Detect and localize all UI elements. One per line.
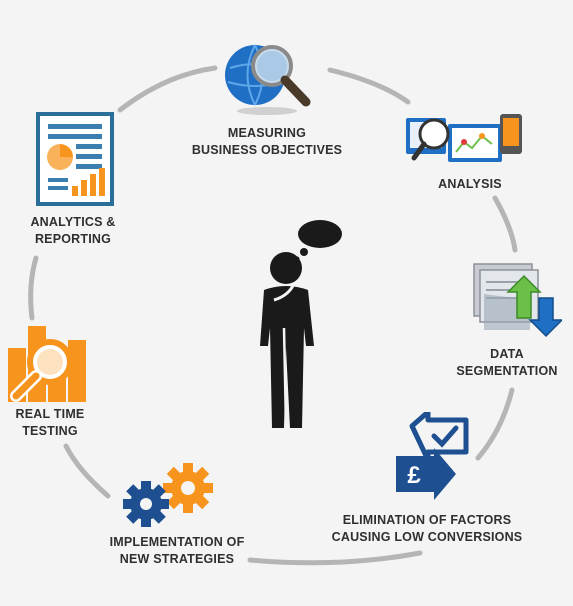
stage-segmentation-label-line2: SEGMENTATION: [456, 364, 558, 378]
stage-measuring-label-line2: BUSINESS OBJECTIVES: [191, 143, 343, 157]
stage-measuring-label-line1: MEASURING: [227, 126, 307, 140]
stage-measuring-label: MEASURING BUSINESS OBJECTIVES: [182, 125, 352, 159]
stage-implementation-label: IMPLEMENTATION OF NEW STRATEGIES: [94, 534, 260, 568]
stage-reporting-label-line2: REPORTING: [34, 232, 112, 246]
thinking-person-icon: [260, 220, 342, 428]
report-document-icon: [36, 112, 114, 206]
svg-text:£: £: [407, 462, 421, 489]
stage-reporting-label: ANALYTICS & REPORTING: [14, 214, 132, 248]
stage-elimination-label-line1: ELIMINATION OF FACTORS: [342, 513, 512, 527]
stage-segmentation-label-line1: DATA: [490, 347, 524, 361]
stage-elimination-label: ELIMINATION OF FACTORS CAUSING LOW CONVE…: [312, 512, 542, 546]
stage-testing-label-line1: REAL TIME: [15, 407, 85, 421]
documents-arrows-icon: [473, 263, 562, 338]
ring-segment-elimination-implementation: [247, 550, 423, 566]
ring-segment-segmentation-elimination: [475, 387, 515, 461]
ring-segment-measuring-analysis: [327, 67, 411, 105]
ring-segment-testing-reporting: [28, 255, 39, 321]
stage-implementation-label-line2: NEW STRATEGIES: [119, 552, 235, 566]
magnifier-globe-icon: [225, 44, 311, 115]
pound-arrows-icon: £: [396, 412, 469, 500]
stage-testing-label-line2: TESTING: [22, 424, 78, 438]
thought-bubble-icon: [294, 220, 342, 262]
ring-segment-reporting-measuring: [117, 65, 218, 113]
gears-icon: [123, 463, 213, 527]
chart-magnifier-icon: [8, 326, 86, 402]
stage-testing-label: REAL TIME TESTING: [4, 406, 96, 440]
ring-segment-analysis-segmentation: [492, 195, 518, 253]
stage-analysis-label: ANALYSIS: [418, 176, 522, 193]
stage-segmentation-label: DATA SEGMENTATION: [444, 346, 570, 380]
analysis-dashboard-icon: [406, 114, 522, 162]
stage-implementation-label-line1: IMPLEMENTATION OF: [109, 535, 245, 549]
stage-reporting-label-line1: ANALYTICS &: [30, 215, 116, 229]
stage-analysis-label-line1: ANALYSIS: [438, 177, 502, 191]
ring-segment-implementation-testing: [63, 443, 111, 499]
stage-elimination-label-line2: CAUSING LOW CONVERSIONS: [331, 530, 523, 544]
